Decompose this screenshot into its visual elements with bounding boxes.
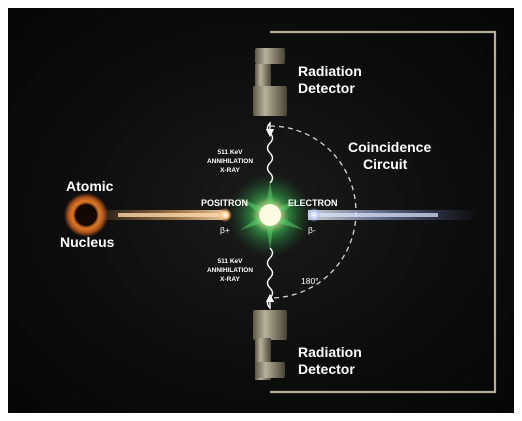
detector-top-label-line2: Detector	[298, 80, 355, 96]
xray-bottom-label-line1: 511 KeV	[218, 258, 244, 265]
positron-label: POSITRON	[201, 198, 248, 208]
xray-top-label-line1: 511 KeV	[218, 149, 244, 156]
positron-particle	[218, 208, 232, 222]
xray-down	[265, 247, 275, 310]
electron-particle	[307, 208, 321, 222]
annihilation-diagram: Atomic Nucleus Radiation Detector Radiat…	[60, 30, 497, 394]
annihilation-flash	[228, 173, 312, 257]
xray-bottom-label-line3: X-RAY	[220, 276, 240, 283]
angle-arc	[269, 125, 357, 299]
xray-top-label-line2: ANNIHILATION	[207, 158, 253, 165]
xray-bottom-label-line2: ANNIHILATION	[207, 267, 253, 274]
coincidence-label-line1: Coincidence	[348, 139, 431, 155]
detector-bottom-label-line1: Radiation	[298, 344, 362, 360]
radiation-detector-bottom	[253, 310, 287, 380]
atomic-label-line2: Nucleus	[60, 234, 115, 250]
radiation-detector-top	[253, 48, 287, 116]
xray-up	[265, 121, 275, 184]
xray-top-label-line3: X-RAY	[220, 167, 240, 174]
electron-label: ELECTRON	[288, 198, 338, 208]
positron-symbol: β+	[220, 225, 230, 235]
detector-top-label-line1: Radiation	[298, 63, 362, 79]
detector-bottom-label-line2: Detector	[298, 361, 355, 377]
diagram-canvas: Atomic Nucleus Radiation Detector Radiat…	[8, 8, 514, 413]
angle-label: 180°	[301, 276, 319, 286]
coincidence-label-line2: Circuit	[363, 156, 408, 172]
atomic-label-line1: Atomic	[66, 178, 114, 194]
electron-symbol: β-	[308, 225, 316, 235]
coincidence-circuit-wire	[270, 30, 497, 394]
